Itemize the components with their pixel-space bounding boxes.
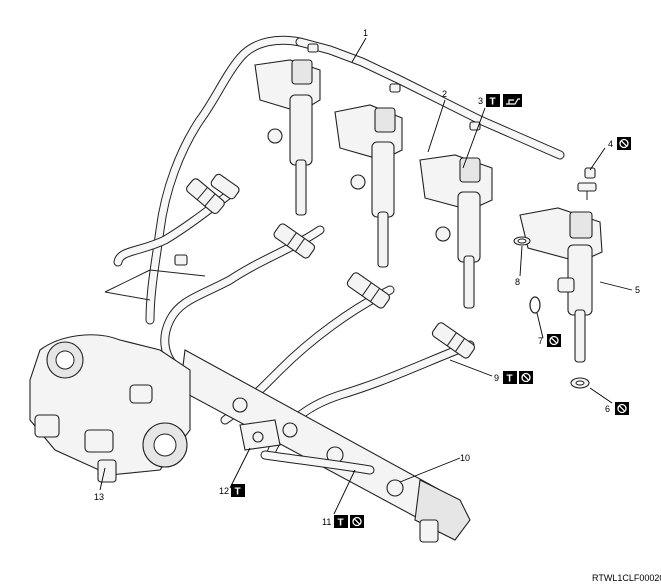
o-ring-8 [513, 236, 531, 246]
svg-text:3: 3 [478, 96, 483, 106]
torque-icon: T [338, 518, 344, 529]
svg-text:9: 9 [494, 373, 499, 383]
svg-text:11: 11 [322, 517, 331, 527]
bolt-4 [577, 167, 597, 200]
do-not-reuse-icon [619, 138, 629, 149]
callout-7: 7 [538, 334, 561, 347]
pipe-sleeves [186, 173, 476, 359]
callout-10: 10 [460, 453, 470, 463]
callout-9: 9 T [494, 371, 533, 385]
callout-5: 5 [635, 285, 640, 295]
figure-code: RTWL1CLF000201 [592, 573, 661, 583]
injector-2 [334, 104, 403, 268]
gasket-6 [570, 377, 590, 389]
hose-clips [174, 43, 481, 266]
fuel-supply-pipe [260, 450, 375, 475]
do-not-reuse-icon [521, 372, 531, 383]
oil-can-icon [506, 98, 520, 105]
torque-icon: T [507, 374, 513, 385]
callouts: 1 2 3 T 4 5 6 7 8 [94, 28, 661, 583]
callout-4: 4 [608, 137, 631, 150]
callout-8: 8 [515, 277, 520, 287]
torque-icon: T [235, 487, 241, 498]
leader-lines [99, 37, 633, 515]
callout-6: 6 [605, 402, 629, 415]
o-ring-7 [529, 296, 541, 314]
svg-text:7: 7 [538, 336, 543, 346]
injector-3 [419, 154, 493, 309]
common-rail [179, 349, 471, 543]
callout-12: 12 T [219, 484, 245, 498]
bracket-12 [239, 419, 281, 451]
svg-text:6: 6 [605, 404, 610, 414]
callout-13: 13 [94, 492, 104, 502]
injector-exploded [519, 207, 603, 363]
callout-1: 1 [363, 28, 368, 38]
do-not-reuse-icon [549, 335, 559, 346]
callout-2: 2 [442, 89, 447, 99]
svg-text:12: 12 [219, 486, 229, 496]
supply-pump [29, 334, 191, 483]
injector-1 [254, 59, 321, 216]
callout-11: 11 T [322, 515, 364, 529]
callout-3: 3 T [478, 94, 522, 108]
guide-lines [104, 269, 206, 301]
torque-icon: T [490, 97, 496, 108]
do-not-reuse-icon [617, 403, 627, 414]
do-not-reuse-icon [352, 516, 362, 527]
svg-text:4: 4 [608, 139, 613, 149]
leak-off-return-hose [145, 35, 565, 325]
